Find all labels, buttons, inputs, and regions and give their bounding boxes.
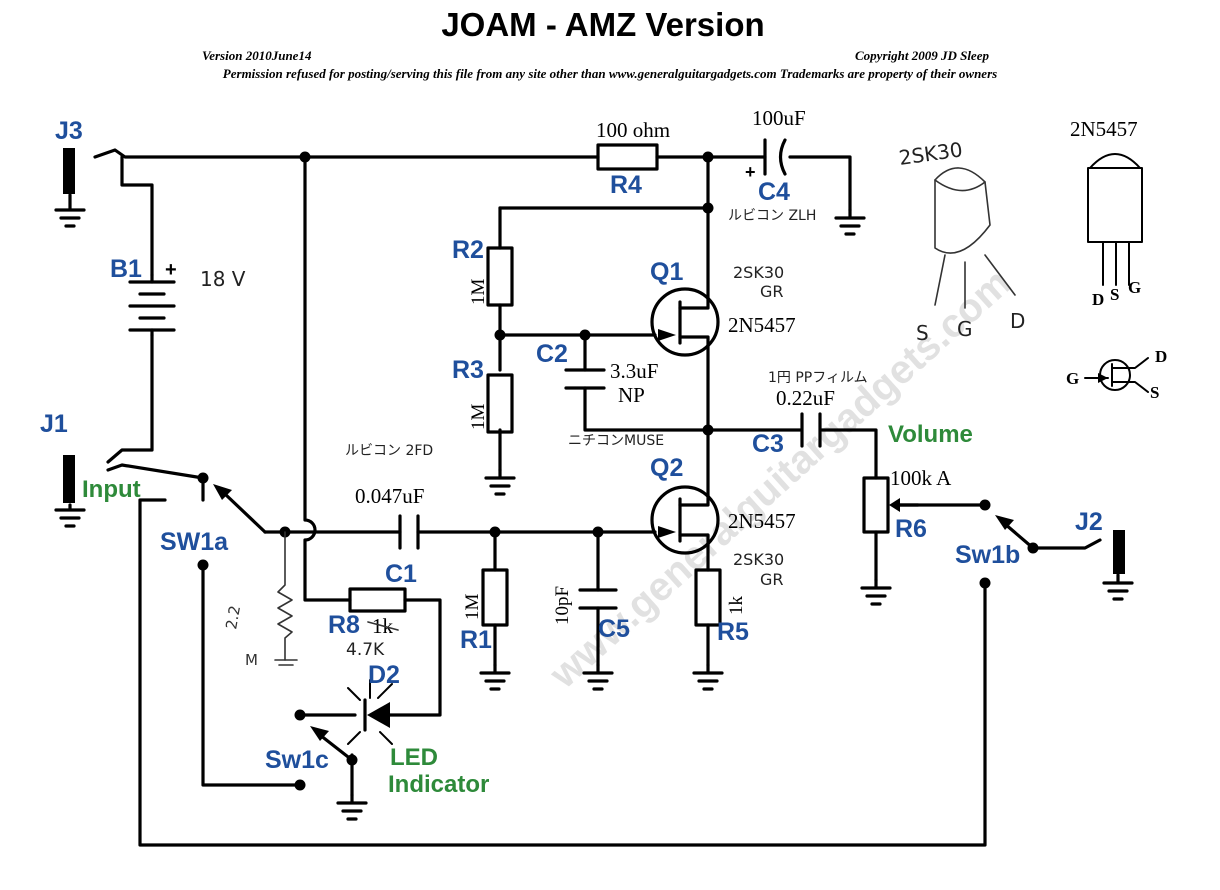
pinout-2n5457: 2N5457 D S G: [1070, 117, 1143, 309]
version-text: Version 2010June14: [202, 48, 312, 63]
input-label: Input: [82, 476, 141, 503]
c2-value: 3.3uF: [610, 359, 658, 383]
c1-label: C1: [385, 560, 417, 588]
resistor-r4: 100 ohm R4: [596, 118, 670, 199]
sk30-d: D: [1010, 309, 1025, 333]
pulldown-hand-note-2: M: [245, 651, 258, 669]
copyright-text: Copyright 2009 JD Sleep: [855, 48, 989, 63]
q2-part: 2N5457: [728, 509, 796, 533]
c4-plus: +: [745, 162, 756, 182]
led-d2: D2 LED Indicator: [329, 661, 489, 798]
r3-value: 1M: [468, 404, 489, 431]
symbol-d: D: [1155, 347, 1167, 366]
jack-j2-label: J2: [1075, 508, 1103, 536]
c3-label: C3: [752, 430, 784, 458]
q1-part: 2N5457: [728, 313, 796, 337]
pulldown-hand-note: 2.2: [222, 604, 244, 631]
led-text-2: Indicator: [388, 771, 489, 798]
pinout-symbol: G D S: [1066, 347, 1167, 402]
jack-j2: J2: [1075, 508, 1125, 574]
sw1b-label: Sw1b: [955, 541, 1020, 569]
resistor-r2: R2 1M: [452, 236, 514, 307]
r6-value: 100k A: [890, 466, 952, 490]
capacitor-c1: 0.047uF C1 ルビコン 2FD: [345, 443, 433, 588]
r2-label: R2: [452, 236, 484, 264]
c4-label: C4: [758, 178, 790, 206]
q2-hand-note: 2SK30: [733, 550, 784, 569]
switch-sw1a: SW1a: [160, 472, 267, 571]
pencil-pulldown-resistor: 2.2 M: [222, 531, 298, 669]
resistor-r1: R1 1M: [460, 568, 509, 654]
r2-value: 1M: [468, 279, 489, 306]
page-title: JOAM - AMZ Version: [441, 6, 764, 43]
c3-hand-note: 1円 PPフィルム: [768, 370, 868, 386]
sw1c-label: Sw1c: [265, 746, 329, 774]
capacitor-c5: C5 10pF: [552, 586, 630, 643]
jack-j1-label: J1: [40, 410, 68, 438]
c3-value: 0.22uF: [776, 386, 835, 410]
junction-dots: [279, 151, 714, 538]
wires: [93, 148, 1102, 847]
battery-label: B1: [110, 255, 142, 283]
c2-value-2: NP: [618, 383, 645, 407]
r5-value: 1k: [726, 596, 747, 616]
q2-hand-note-2: GR: [760, 570, 784, 589]
capacitor-c2: C2 3.3uF NP ニチコンMUSE: [536, 340, 664, 449]
switch-sw1c: Sw1c: [265, 709, 358, 791]
switch-sw1b: Sw1b: [955, 499, 1039, 589]
r1-value: 1M: [462, 594, 483, 621]
battery-plus: +: [165, 259, 177, 281]
battery-hand-note: 18 V: [200, 267, 246, 291]
potentiometer-r6: Volume 100k A R6: [862, 421, 973, 543]
capacitor-c4: 100uF + C4 ルビコン ZLH: [728, 106, 816, 224]
n5457-title: 2N5457: [1070, 117, 1138, 141]
r5-label: R5: [717, 618, 749, 646]
jack-j1: J1 Input: [40, 410, 141, 503]
c4-hand-note: ルビコン ZLH: [728, 208, 816, 224]
jfet-q1: Q1 2N5457 2SK30 GR: [650, 258, 796, 357]
sk30-s: S: [916, 321, 929, 345]
q1-label: Q1: [650, 258, 683, 286]
jfet-q2: Q2 2N5457 2SK30 GR: [650, 454, 796, 589]
led-text-1: LED: [390, 744, 438, 771]
r6-name: Volume: [888, 421, 973, 448]
c5-value: 10pF: [552, 586, 573, 625]
q2-label: Q2: [650, 454, 683, 482]
ground-symbols: [54, 193, 1134, 821]
r8-label: R8: [328, 611, 360, 639]
n5457-s: S: [1110, 285, 1119, 304]
permission-text: Permission refused for posting/serving t…: [223, 66, 997, 81]
c2-hand-note: ニチコンMUSE: [568, 433, 664, 449]
c1-value: 0.047uF: [355, 484, 424, 508]
symbol-s: S: [1150, 383, 1159, 402]
resistor-r5: R5 1k: [694, 568, 749, 646]
r1-label: R1: [460, 626, 492, 654]
sw1a-label: SW1a: [160, 528, 229, 556]
symbol-g: G: [1066, 369, 1079, 388]
resistor-r8: R8 1k 4.7K: [328, 587, 407, 660]
battery-b1: B1 + 18 V: [110, 255, 246, 337]
r8-hand-note: 4.7K: [346, 640, 385, 660]
d2-label: D2: [368, 661, 400, 689]
q1-hand-note-2: GR: [760, 282, 784, 301]
q1-hand-note: 2SK30: [733, 263, 784, 282]
jack-j3-label: J3: [55, 117, 83, 145]
r4-value: 100 ohm: [596, 118, 670, 142]
r4-label: R4: [610, 171, 642, 199]
c1-hand-note: ルビコン 2FD: [345, 443, 433, 459]
c4-value: 100uF: [752, 106, 806, 130]
c5-label: C5: [598, 615, 630, 643]
n5457-d: D: [1092, 290, 1104, 309]
capacitor-c3: C3 0.22uF 1円 PPフィルム: [752, 370, 868, 458]
r6-label: R6: [895, 515, 927, 543]
jack-j3: J3: [55, 117, 83, 194]
sk30-title: 2SK30: [897, 137, 964, 170]
n5457-g: G: [1128, 278, 1141, 297]
sk30-g: G: [957, 317, 973, 341]
r3-label: R3: [452, 356, 484, 384]
resistor-r3: R3 1M: [452, 356, 514, 434]
c2-label: C2: [536, 340, 568, 368]
